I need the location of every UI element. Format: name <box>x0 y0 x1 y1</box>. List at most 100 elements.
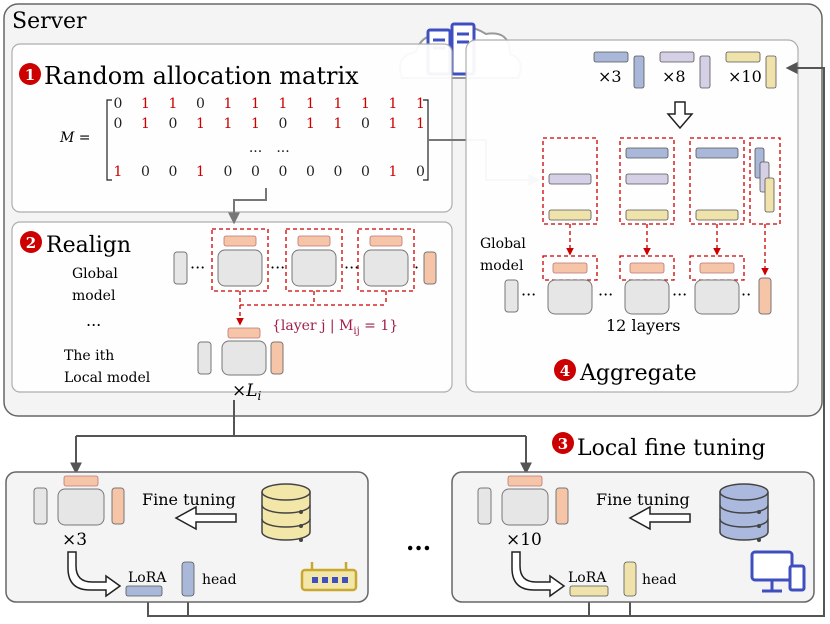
aggregate-global-model-line2: model <box>480 258 524 274</box>
aggregate-column-3 <box>689 137 745 225</box>
matrix-cell: 0 <box>306 164 315 180</box>
matrix-cell: 1 <box>279 96 288 112</box>
aggregate-dots-1: ··· <box>521 285 536 304</box>
client-1-input-block <box>33 487 48 525</box>
step-4-number: 4 <box>560 362 570 380</box>
matrix-cell: ... <box>249 140 262 156</box>
realign-layer-1 <box>211 228 269 292</box>
client-1-head-block <box>111 487 125 525</box>
allocation-panel <box>11 43 453 213</box>
client-2-multiplier: ×10 <box>506 530 542 550</box>
client-2-input-block <box>477 487 492 525</box>
aggregate-layer-1 <box>542 255 598 315</box>
matrix-cell: 0 <box>279 116 288 132</box>
matrix-cell: 1 <box>389 96 398 112</box>
matrix-cell: 1 <box>416 96 425 112</box>
realign-dots-4: · <box>414 258 419 277</box>
realign-layer-3 <box>357 228 415 292</box>
matrix-cell: ... <box>276 140 289 156</box>
matrix-cell: 1 <box>416 116 425 132</box>
matrix-cell: 1 <box>389 164 398 180</box>
matrix-cell: 1 <box>114 164 123 180</box>
step-3-badge <box>552 432 574 454</box>
aggregate-count-1: ×3 <box>598 67 622 86</box>
matrix-cell: 1 <box>389 116 398 132</box>
realign-local-line2: Local model <box>64 370 151 386</box>
client-1-lora-update-block <box>125 585 163 597</box>
step-1-badge <box>19 63 41 85</box>
step-1-number: 1 <box>25 66 35 84</box>
client-2-hollow-left-arrow-icon <box>628 505 691 531</box>
server-title: Server <box>12 9 87 34</box>
local-model-layer-block <box>221 340 267 376</box>
aggregate-count-lavender <box>659 51 711 89</box>
client-1-lora-label: LoRA <box>128 570 167 586</box>
step-2-badge <box>20 231 42 253</box>
realign-dots-3: ··· <box>344 258 359 277</box>
step-1-label: Random allocation matrix <box>44 62 359 90</box>
client-1-multiplier: ×3 <box>62 530 87 550</box>
aggregate-down-arrow-icon <box>666 101 694 130</box>
matrix-cell: 1 <box>141 116 150 132</box>
matrix-cell: 0 <box>169 164 178 180</box>
matrix-cell: 1 <box>224 116 233 132</box>
local-model-times-L: ×Li <box>232 381 262 403</box>
client-2-curved-arrow-icon <box>511 551 566 598</box>
realign-set-label: {layer j | Mij = 1} <box>272 318 398 337</box>
client-1-layer-block <box>57 488 105 526</box>
server-to-clients-line <box>76 400 526 437</box>
step-2-number: 2 <box>26 234 36 252</box>
aggregate-count-2: ×8 <box>662 67 686 86</box>
matrix-cell: 1 <box>224 96 233 112</box>
step-4-badge <box>554 359 576 381</box>
client-1-lora-block <box>63 475 99 487</box>
local-model-head-block <box>270 341 284 375</box>
aggregate-input-block <box>504 279 519 313</box>
realign-dots-1: ··· <box>190 258 205 277</box>
matrix-cell: 0 <box>114 116 123 132</box>
matrix-cell: 0 <box>169 116 178 132</box>
client-1-curved-arrow-icon <box>67 551 122 598</box>
matrix-cell: 0 <box>114 96 123 112</box>
matrix-cell: 1 <box>251 116 260 132</box>
client-2-layer-block <box>501 488 549 526</box>
router-icon <box>300 562 358 592</box>
realign-local-line1: The ith <box>64 348 114 364</box>
matrix-lhs: M = <box>59 130 91 146</box>
client-2-database-icon <box>719 483 769 542</box>
client-2-lora-block <box>507 475 543 487</box>
step-2-label: Realign <box>46 233 131 258</box>
local-model-lora-block <box>227 327 261 339</box>
client-2-fine-tuning-label: Fine tuning <box>596 490 690 509</box>
aggregate-column-1 <box>542 137 598 225</box>
matrix-cell: 1 <box>196 164 205 180</box>
aggregate-dots-3: ··· <box>672 285 687 304</box>
aggregate-layer-2 <box>619 255 675 315</box>
computer-icon <box>750 550 806 593</box>
matrix-cell: 0 <box>251 164 260 180</box>
matrix-cell: 0 <box>196 96 205 112</box>
realign-dots-2: ··· <box>270 258 285 277</box>
realign-global-model-line2: model <box>72 288 116 304</box>
aggregate-dots-2: ··· <box>598 285 613 304</box>
matrix-cell: 1 <box>334 96 343 112</box>
matrix-cell: 1 <box>334 116 343 132</box>
matrix-to-realign-arrow <box>228 188 267 225</box>
aggregate-column-head <box>749 137 781 225</box>
client-1-hollow-left-arrow-icon <box>174 505 237 531</box>
matrix-cell: 0 <box>279 164 288 180</box>
client-1-database-icon <box>261 483 311 542</box>
realign-global-head-block <box>423 251 437 285</box>
matrix-cell: 1 <box>196 116 205 132</box>
client-2-head-label: head <box>642 572 677 588</box>
aggregate-layers-label: 12 layers <box>606 316 680 335</box>
realign-layer-2 <box>285 228 343 292</box>
aggregate-global-model-line1: Global <box>480 236 526 252</box>
local-model-input-block <box>197 341 212 375</box>
aggregate-count-blue <box>593 51 645 89</box>
matrix-cell: 0 <box>361 116 370 132</box>
matrix-cell: 1 <box>306 116 315 132</box>
realign-merge-lines <box>239 291 387 306</box>
client-2-lora-label: LoRA <box>568 570 607 586</box>
